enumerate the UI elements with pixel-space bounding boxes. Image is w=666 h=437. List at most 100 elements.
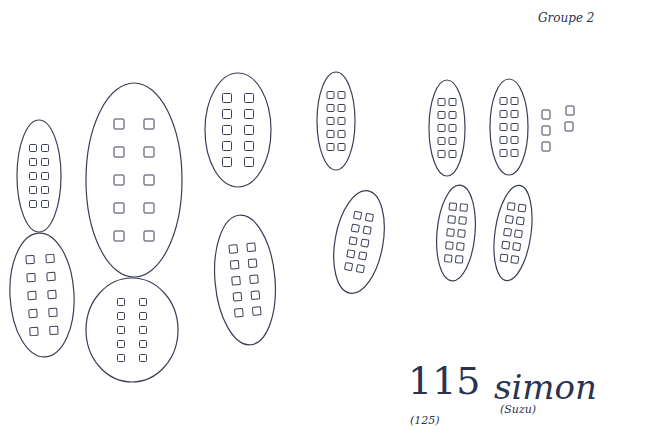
unit-square	[500, 124, 507, 131]
unit-square	[230, 261, 239, 270]
unit-square	[459, 217, 467, 225]
unit-square	[449, 112, 456, 119]
unit-square	[438, 112, 445, 119]
group-loop	[7, 231, 77, 358]
unit-square	[500, 98, 507, 105]
unit-square	[513, 243, 521, 251]
unit-square	[250, 275, 259, 284]
group-loop	[86, 83, 182, 277]
unit-square	[448, 216, 456, 224]
unit-square	[349, 237, 357, 245]
unit-square	[114, 119, 124, 129]
count-note: (125)	[410, 415, 440, 426]
unit-square	[351, 224, 359, 232]
unit-square	[223, 110, 232, 119]
unit-square	[500, 150, 507, 157]
group-loop	[205, 73, 271, 187]
unit-square	[26, 255, 34, 263]
unit-square	[511, 150, 518, 157]
unit-square	[518, 204, 526, 212]
unit-square	[327, 131, 334, 138]
unit-square	[118, 355, 125, 362]
group-title: Groupe 2	[538, 12, 595, 24]
unit-square	[46, 254, 54, 262]
unit-square	[511, 98, 518, 105]
unit-square	[507, 203, 515, 211]
unit-square	[245, 126, 254, 135]
square-group	[86, 83, 182, 277]
unit-square	[42, 187, 49, 194]
unit-square	[345, 263, 353, 271]
unit-square	[504, 228, 512, 236]
unit-square	[140, 299, 147, 306]
unit-square	[247, 243, 256, 252]
square-group	[488, 183, 537, 283]
unit-square	[223, 158, 232, 167]
unit-square	[223, 94, 232, 103]
unit-square	[438, 125, 445, 132]
group-loop	[86, 278, 178, 382]
unit-square	[511, 256, 519, 264]
unit-square	[140, 355, 147, 362]
unit-square	[232, 276, 241, 285]
unit-square	[542, 126, 550, 135]
square-group	[429, 80, 465, 176]
unit-square	[144, 231, 154, 241]
unit-square	[27, 273, 35, 281]
unit-square	[347, 250, 355, 258]
square-group	[433, 184, 479, 283]
unit-square	[118, 313, 125, 320]
unit-square	[446, 242, 454, 250]
unit-square	[223, 126, 232, 135]
unit-square	[245, 110, 254, 119]
group-loop	[429, 80, 465, 176]
unit-square	[455, 256, 463, 264]
square-group	[86, 278, 178, 382]
unit-square	[327, 92, 334, 99]
unit-square	[30, 159, 37, 166]
unit-square	[438, 99, 445, 106]
unit-square	[30, 201, 37, 208]
name-note: (Suzu)	[500, 404, 536, 415]
unit-square	[114, 203, 124, 213]
unit-square	[252, 307, 261, 316]
unit-square	[460, 204, 468, 212]
unit-square	[144, 147, 154, 157]
unit-square	[449, 151, 456, 158]
unit-square	[30, 145, 37, 152]
unit-square	[248, 259, 257, 268]
unit-square	[359, 252, 367, 260]
unit-square	[245, 142, 254, 151]
unit-square	[234, 308, 243, 317]
unit-square	[233, 292, 242, 301]
group-loop	[209, 213, 280, 348]
unit-square	[447, 229, 455, 237]
unit-square	[363, 226, 371, 234]
unit-square	[30, 327, 38, 335]
unit-square	[245, 158, 254, 167]
group-loop	[317, 72, 355, 170]
unit-square	[140, 327, 147, 334]
unit-square	[42, 201, 49, 208]
unit-square	[502, 241, 510, 249]
student-name: simon	[494, 370, 597, 404]
unit-square	[229, 245, 238, 254]
unit-square	[449, 99, 456, 106]
unit-square	[438, 151, 445, 158]
unit-square	[444, 255, 452, 263]
unit-square	[500, 111, 507, 118]
unit-square	[500, 137, 507, 144]
unit-square	[50, 326, 58, 334]
unit-square	[511, 111, 518, 118]
unit-square	[118, 341, 125, 348]
group-loop	[17, 120, 61, 232]
unit-square	[114, 147, 124, 157]
unit-square	[338, 131, 345, 138]
unit-square	[114, 231, 124, 241]
unit-square	[144, 119, 154, 129]
unit-square	[29, 309, 37, 317]
unit-square	[327, 144, 334, 151]
unit-square	[30, 173, 37, 180]
unit-square	[140, 341, 147, 348]
unit-square	[505, 215, 513, 223]
